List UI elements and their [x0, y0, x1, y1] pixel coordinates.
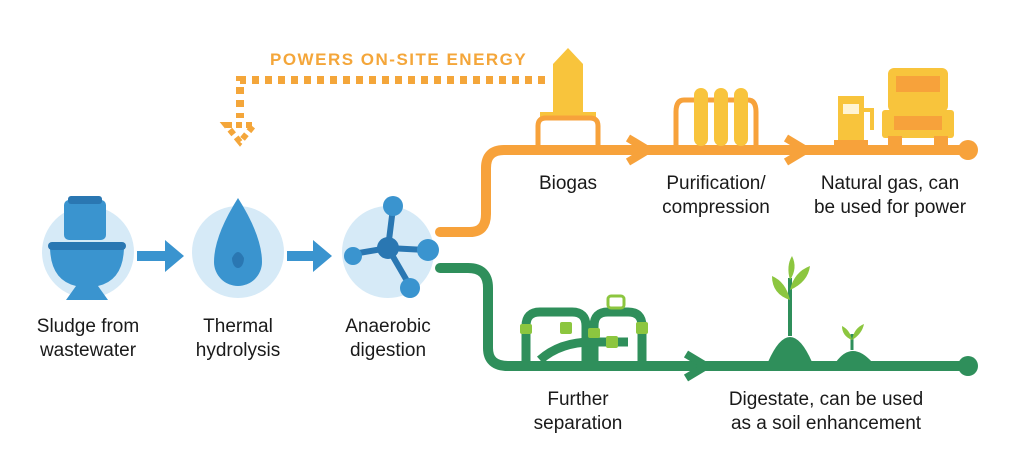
natural-gas-label: Natural gas, can be used for power: [802, 172, 978, 220]
digestate-flow-line: [435, 263, 973, 371]
purification-label-line-2: compression: [662, 197, 770, 218]
blue-arrow-1: [137, 240, 184, 272]
on-site-energy-banner: POWERS ON-SITE ENERGY: [270, 50, 528, 69]
sludge-label-line-2: wastewater: [39, 340, 137, 361]
water-drop-icon: [192, 198, 284, 298]
thermal-label-line-2: hydrolysis: [195, 340, 281, 361]
anaerobic-label-line-1: Anaerobic: [345, 316, 431, 337]
anaerobic-label-line-2: digestion: [349, 340, 427, 361]
separation-valves: [520, 294, 648, 348]
digestate-label-line-2: as a soil enhancement: [730, 413, 922, 434]
gas-pump-icon: [834, 96, 874, 146]
separation-label: Further separation: [518, 388, 638, 436]
toilet-icon: [42, 196, 134, 300]
truck-icon: [882, 68, 954, 146]
biogas-arrow-2: [783, 134, 810, 166]
biogas-label: Biogas: [518, 172, 618, 196]
thermal-label: Thermal hydrolysis: [183, 315, 293, 363]
biogas-label-line-1: Biogas: [538, 173, 598, 194]
energy-return-arrow: [236, 76, 545, 118]
digestate-label-line-1: Digestate, can be used: [728, 389, 924, 410]
digestate-line-end: [958, 356, 978, 376]
separation-label-line-1: Further: [547, 389, 609, 410]
digestate-arrow: [683, 350, 710, 382]
purification-label: Purification/ compression: [650, 172, 782, 220]
molecule-icon: [342, 196, 439, 298]
thermal-label-line-1: Thermal: [203, 316, 273, 337]
separation-pipes-icon: [521, 307, 647, 364]
natural-gas-label-line-1: Natural gas, can: [820, 173, 960, 194]
biogas-arrow-1: [625, 134, 652, 166]
sludge-label: Sludge from wastewater: [28, 315, 148, 363]
biogas-line-end: [958, 140, 978, 160]
natural-gas-label-line-2: be used for power: [813, 197, 967, 218]
blue-arrow-2: [287, 240, 332, 272]
anaerobic-label: Anaerobic digestion: [333, 315, 443, 363]
sludge-label-line-1: Sludge from: [36, 316, 140, 337]
separation-label-line-2: separation: [533, 413, 623, 434]
purification-label-line-1: Purification/: [666, 173, 766, 194]
plant-mound-icon: [768, 256, 872, 362]
biogas-flow-line: [435, 145, 973, 237]
purification-tanks-icon: [673, 88, 759, 146]
biogas-silo-icon: [535, 48, 601, 146]
digestate-label: Digestate, can be used as a soil enhance…: [718, 388, 934, 436]
energy-arrow-head: [219, 122, 261, 147]
